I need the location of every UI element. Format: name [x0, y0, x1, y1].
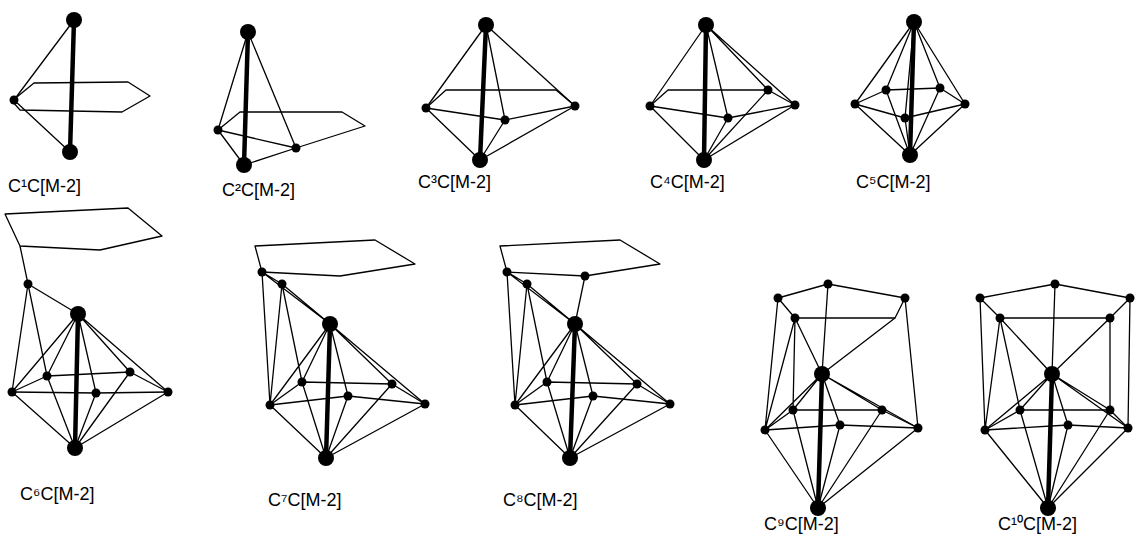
structure-label: C²C[M-2] [222, 180, 295, 202]
structure-label: C¹⁰C[M-2] [998, 514, 1077, 536]
structure-label: C⁷C[M-2] [268, 490, 342, 512]
structure-label: C⁸C[M-2] [503, 490, 578, 512]
structure-label: C³C[M-2] [418, 172, 491, 194]
structure-label: C⁹C[M-2] [764, 514, 839, 536]
structure-label: C¹C[M-2] [8, 176, 81, 198]
structure-label: C⁴C[M-2] [650, 172, 725, 194]
structure-label: C⁶C[M-2] [20, 484, 94, 506]
structure-label: C⁵C[M-2] [856, 172, 930, 194]
